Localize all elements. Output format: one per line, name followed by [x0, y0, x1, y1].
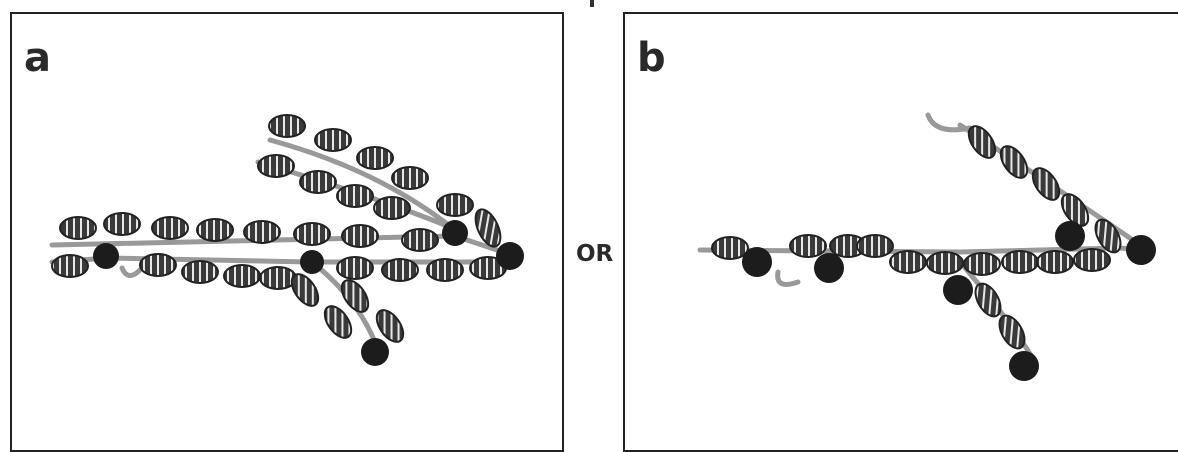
panel-a-nodes — [93, 220, 524, 366]
panel-b-label: b — [637, 35, 666, 81]
or-separator: OR — [576, 241, 614, 267]
filament-diagram — [49, 112, 1156, 381]
top-connector-tick — [590, 0, 594, 7]
panel-a-label: a — [24, 35, 51, 81]
panel-b-diagonal-beads — [967, 125, 1122, 350]
panel-a: a — [10, 12, 564, 452]
filament-a1 — [49, 233, 515, 258]
filament-b-loop — [775, 269, 801, 287]
panel-b-nodes — [742, 221, 1156, 381]
filament-b-top-loop — [925, 112, 973, 133]
panel-a-beads — [51, 114, 507, 290]
filament-a3 — [267, 137, 458, 233]
panel-a-diagonal-beads — [290, 208, 502, 343]
panel-b-beads — [711, 234, 1111, 276]
filament-a-loop — [119, 265, 143, 278]
